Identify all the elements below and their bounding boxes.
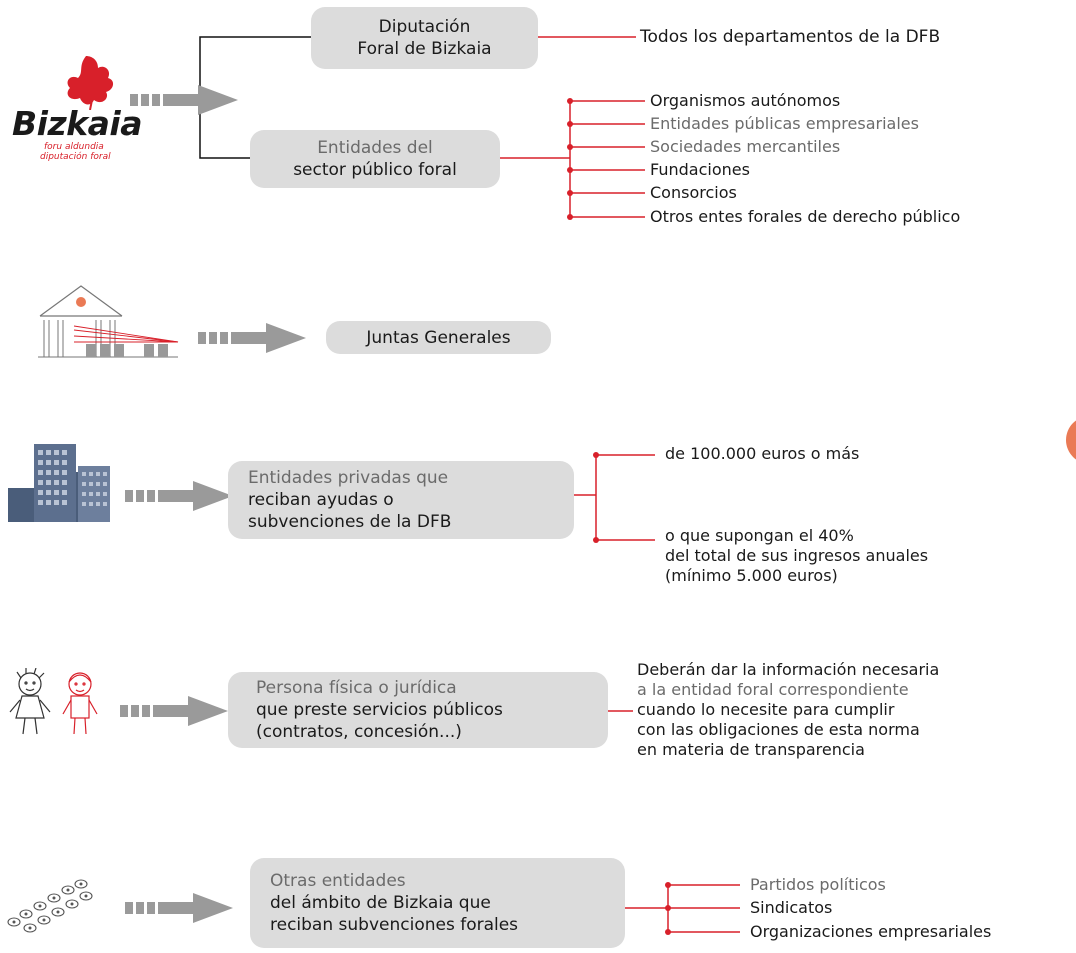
box-privadas-line1: Entidades privadas que xyxy=(248,468,449,488)
item-otros-entes: Otros entes forales de derecho público xyxy=(650,207,961,226)
people-icon xyxy=(9,668,98,735)
box-privadas-line2: reciban ayudas o xyxy=(248,490,394,510)
option-40-line3: (mínimo 5.000 euros) xyxy=(665,566,838,585)
box-sector-line1: Entidades del xyxy=(317,138,433,158)
option-40-line1: o que supongan el 40% xyxy=(665,526,854,545)
item-sindicatos: Sindicatos xyxy=(750,898,833,917)
box-persona-line3: (contratos, concesión...) xyxy=(256,722,462,742)
note-line1: Deberán dar la información necesaria xyxy=(637,660,940,679)
box-diputacion-line1: Diputación xyxy=(378,17,471,37)
box-sector-publico-foral: Entidades del sector público foral xyxy=(250,130,500,188)
logo-subtitle-1: foru aldundia xyxy=(44,142,104,152)
box-otras-line1: Otras entidades xyxy=(270,871,406,891)
box-juntas-label: Juntas Generales xyxy=(366,327,511,348)
oak-leaf-icon xyxy=(67,56,114,110)
item-fundaciones: Fundaciones xyxy=(650,160,750,179)
note-line3: cuando lo necesite para cumplir xyxy=(637,700,895,719)
bizkaia-logo: Bizkaia foru aldundia diputación foral xyxy=(12,52,172,164)
item-entidades-publicas: Entidades públicas empresariales xyxy=(650,114,919,133)
box-privadas-line3: subvenciones de la DFB xyxy=(248,512,452,532)
note-line5: en materia de transparencia xyxy=(637,740,865,759)
box-diputacion-line2: Foral de Bizkaia xyxy=(357,39,492,59)
coins-icon xyxy=(7,879,93,933)
office-buildings-icon xyxy=(8,444,110,522)
option-100000-euros: de 100.000 euros o más xyxy=(665,444,860,463)
target-todos-departamentos: Todos los departamentos de la DFB xyxy=(640,27,941,47)
item-organizaciones-empresariales: Organizaciones empresariales xyxy=(750,922,992,941)
box-diputacion-foral: Diputación Foral de Bizkaia xyxy=(311,7,538,69)
box-persona-line2: que preste servicios públicos xyxy=(256,700,503,720)
box-entidades-privadas: Entidades privadas que reciban ayudas o … xyxy=(228,461,574,539)
box-sector-line2: sector público foral xyxy=(293,160,457,180)
arrow-right-icon xyxy=(198,323,306,353)
option-40-percent: o que supongan el 40% del total de sus i… xyxy=(665,526,928,586)
arrow-right-icon xyxy=(125,893,233,923)
item-organismos-autonomos: Organismos autónomos xyxy=(650,91,841,110)
box-juntas-generales: Juntas Generales xyxy=(326,321,551,354)
option-40-line2: del total de sus ingresos anuales xyxy=(665,546,929,565)
box-persona-line1: Persona física o jurídica xyxy=(256,678,457,698)
box-otras-entidades: Otras entidades del ámbito de Bizkaia qu… xyxy=(250,858,625,948)
item-partidos-politicos: Partidos políticos xyxy=(750,875,886,894)
box-persona-fisica: Persona física o jurídica que preste ser… xyxy=(228,672,608,748)
note-line4: con las obligaciones de esta norma xyxy=(637,720,920,739)
arrow-right-icon xyxy=(125,481,233,511)
note-line2: a la entidad foral correspondiente xyxy=(637,680,909,699)
box-otras-line2: del ámbito de Bizkaia que xyxy=(270,893,491,913)
arrow-right-icon xyxy=(120,696,228,726)
item-consorcios: Consorcios xyxy=(650,183,737,202)
note-obligaciones: Deberán dar la información necesaria a l… xyxy=(637,660,939,760)
box-otras-line3: reciban subvenciones forales xyxy=(270,915,519,935)
item-sociedades-mercantiles: Sociedades mercantiles xyxy=(650,137,841,156)
logo-wordmark: Bizkaia xyxy=(12,104,142,143)
parliament-building-icon xyxy=(38,285,179,358)
arrow-right-icon xyxy=(130,85,238,115)
logo-subtitle-2: diputación foral xyxy=(40,152,111,162)
